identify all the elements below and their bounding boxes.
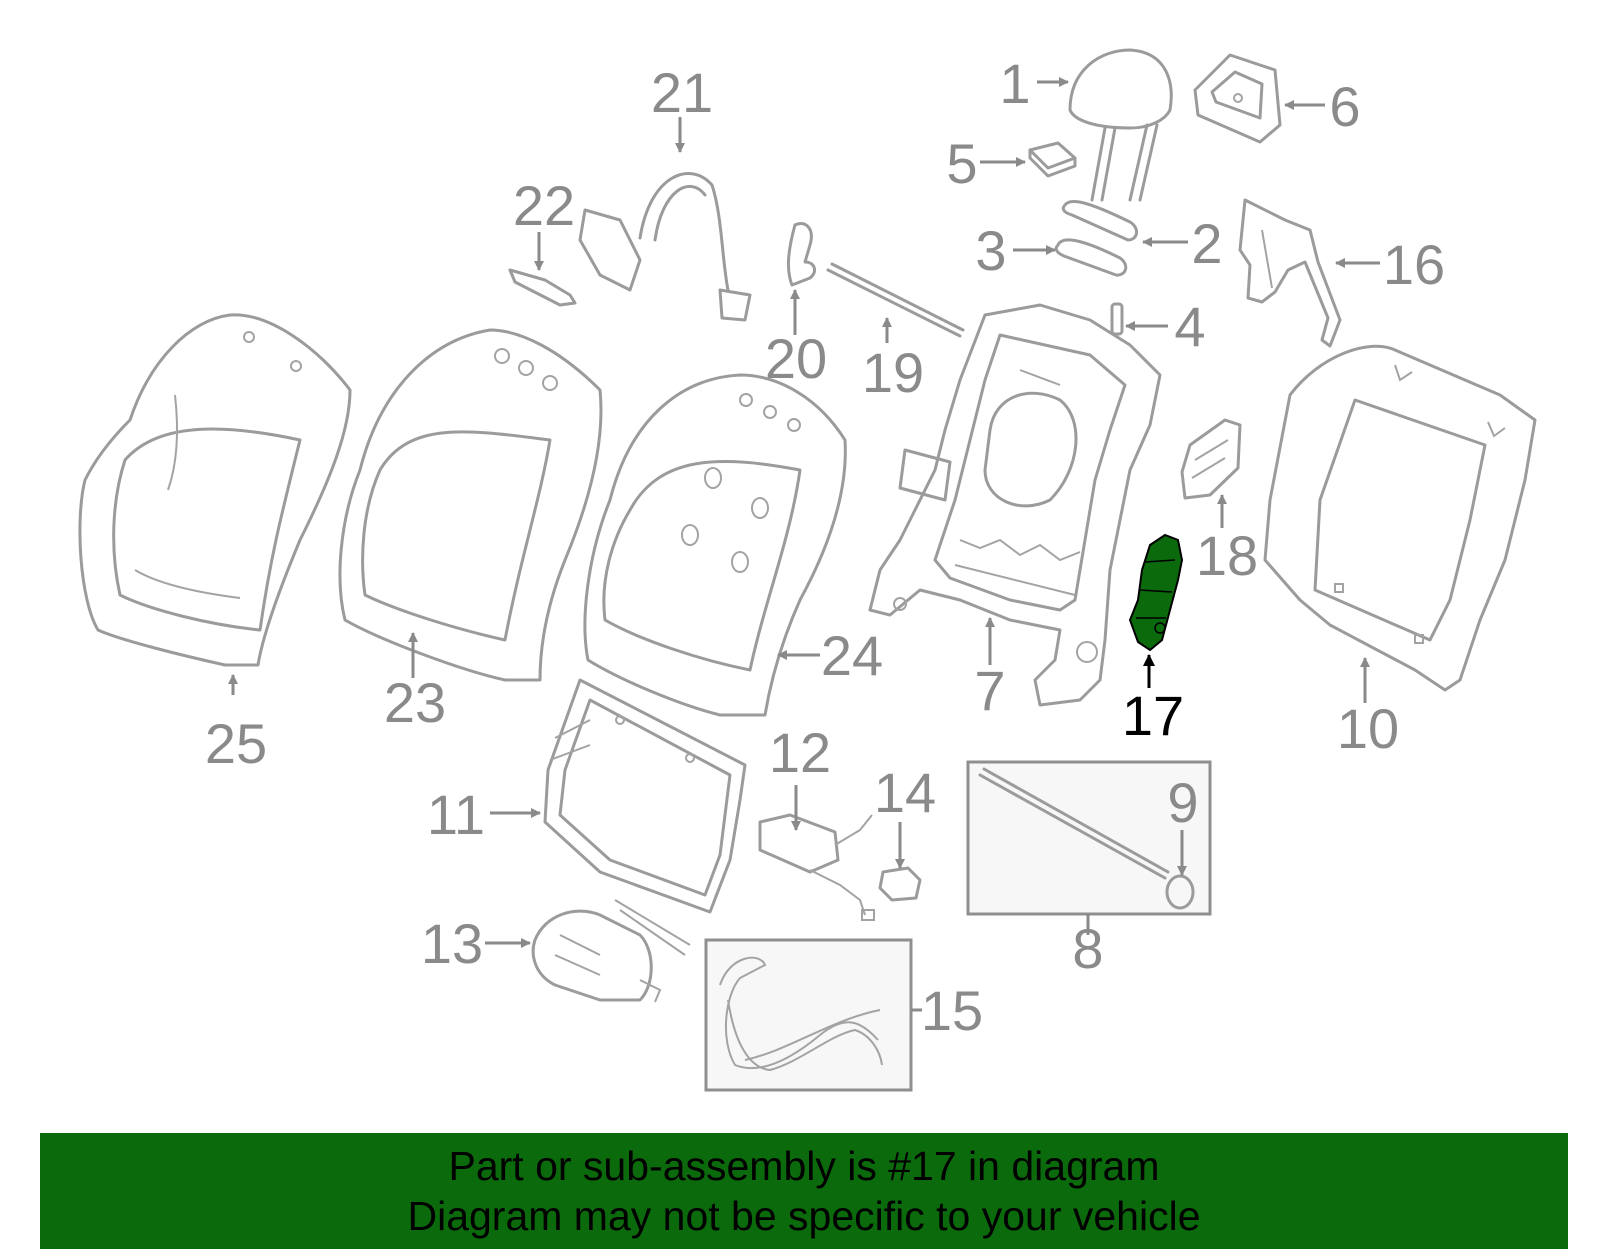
callout-2: 2 <box>1191 212 1222 275</box>
part-7-seat-back-frame <box>868 303 1162 707</box>
info-banner: Part or sub-assembly is #17 in diagram D… <box>40 1133 1568 1249</box>
part-19-rod <box>826 262 965 338</box>
callout-5: 5 <box>946 132 977 195</box>
callout-16: 16 <box>1383 233 1445 296</box>
callout-12: 12 <box>769 721 831 784</box>
part-6-bezel <box>1193 53 1282 144</box>
callout-6: 6 <box>1329 75 1360 138</box>
callout-15: 15 <box>921 979 983 1042</box>
callout-4: 4 <box>1174 295 1205 358</box>
callout-19: 19 <box>862 341 924 404</box>
part-25-seat-back-cover <box>78 313 352 667</box>
part-5-pad <box>1028 141 1077 178</box>
callout-8: 8 <box>1072 917 1103 980</box>
banner-line-part-number: Part or sub-assembly is #17 in diagram <box>448 1143 1160 1189</box>
part-3-plate <box>1054 238 1128 277</box>
callout-9: 9 <box>1167 771 1198 834</box>
callout-25: 25 <box>205 712 267 775</box>
part-14-connector <box>878 866 922 902</box>
callout-18: 18 <box>1196 524 1258 587</box>
callout-21: 21 <box>651 61 713 124</box>
part-12-module <box>758 813 875 921</box>
part-22-connector <box>508 268 577 307</box>
part-10-back-panel <box>1263 344 1537 692</box>
part-13-pump <box>531 899 691 1003</box>
part-18-motor <box>1180 418 1242 500</box>
part-11-lumbar-frame <box>543 678 747 914</box>
part-20-lever <box>786 222 817 287</box>
part-24-seat-back-trim <box>583 373 847 717</box>
callout-11: 11 <box>427 783 485 846</box>
callout-20: 20 <box>765 327 827 390</box>
callout-17: 17 <box>1122 684 1184 747</box>
banner-line-disclaimer: Diagram may not be specific to your vehi… <box>407 1193 1201 1239</box>
callout-3: 3 <box>975 219 1006 282</box>
part-4-pin <box>1110 302 1124 336</box>
callout-14: 14 <box>874 761 936 824</box>
leader-lines <box>228 77 1380 1012</box>
part-17-recliner-motor <box>1128 533 1184 652</box>
callout-10: 10 <box>1337 697 1399 760</box>
callout-23: 23 <box>384 671 446 734</box>
part-23-seat-back-pad <box>338 328 603 682</box>
callout-24: 24 <box>821 624 883 687</box>
callout-13: 13 <box>421 912 483 975</box>
part-16-bracket <box>1238 198 1342 348</box>
part-21-wire-harness <box>578 172 752 322</box>
callout-1: 1 <box>999 52 1030 115</box>
callout-22: 22 <box>513 174 575 237</box>
callout-7: 7 <box>974 659 1005 722</box>
part-1-headrest <box>1068 48 1173 202</box>
part-2-plate <box>1061 199 1138 242</box>
part-15-box <box>704 938 913 1092</box>
